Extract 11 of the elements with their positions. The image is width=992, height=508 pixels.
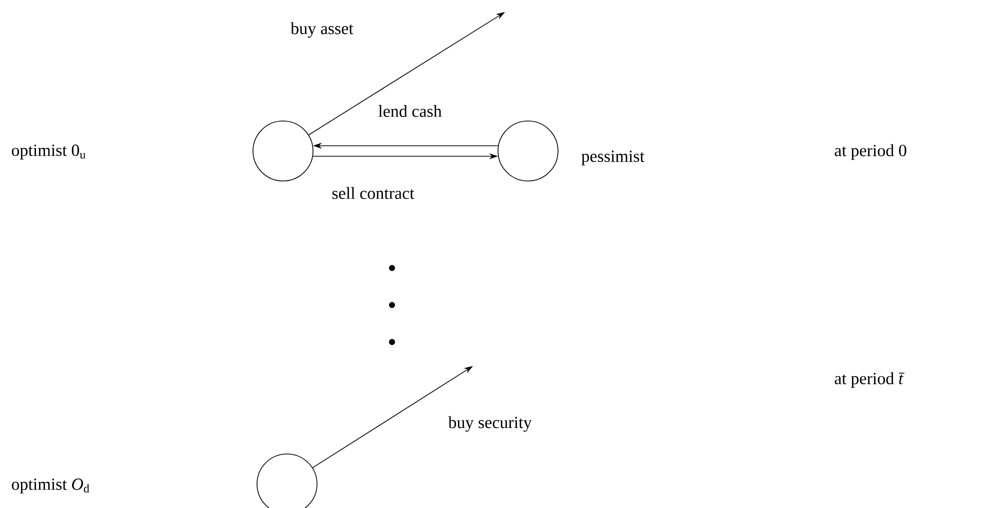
edge-label: buy asset (290, 22, 354, 38)
edge-label: sell contract (332, 187, 414, 199)
circle-node (498, 120, 558, 182)
side-label: at period 0 (834, 144, 906, 160)
edge-label: buy security (448, 416, 532, 432)
circle-node (252, 120, 314, 182)
node-caption: pessimist (581, 150, 644, 166)
side-label: optimist 0$_{u}$ (12, 144, 86, 160)
side-label: optimist O$_{d}$ (12, 478, 90, 494)
side-label: at period t̄ (834, 372, 904, 388)
edge-label: lend cash (378, 105, 442, 117)
